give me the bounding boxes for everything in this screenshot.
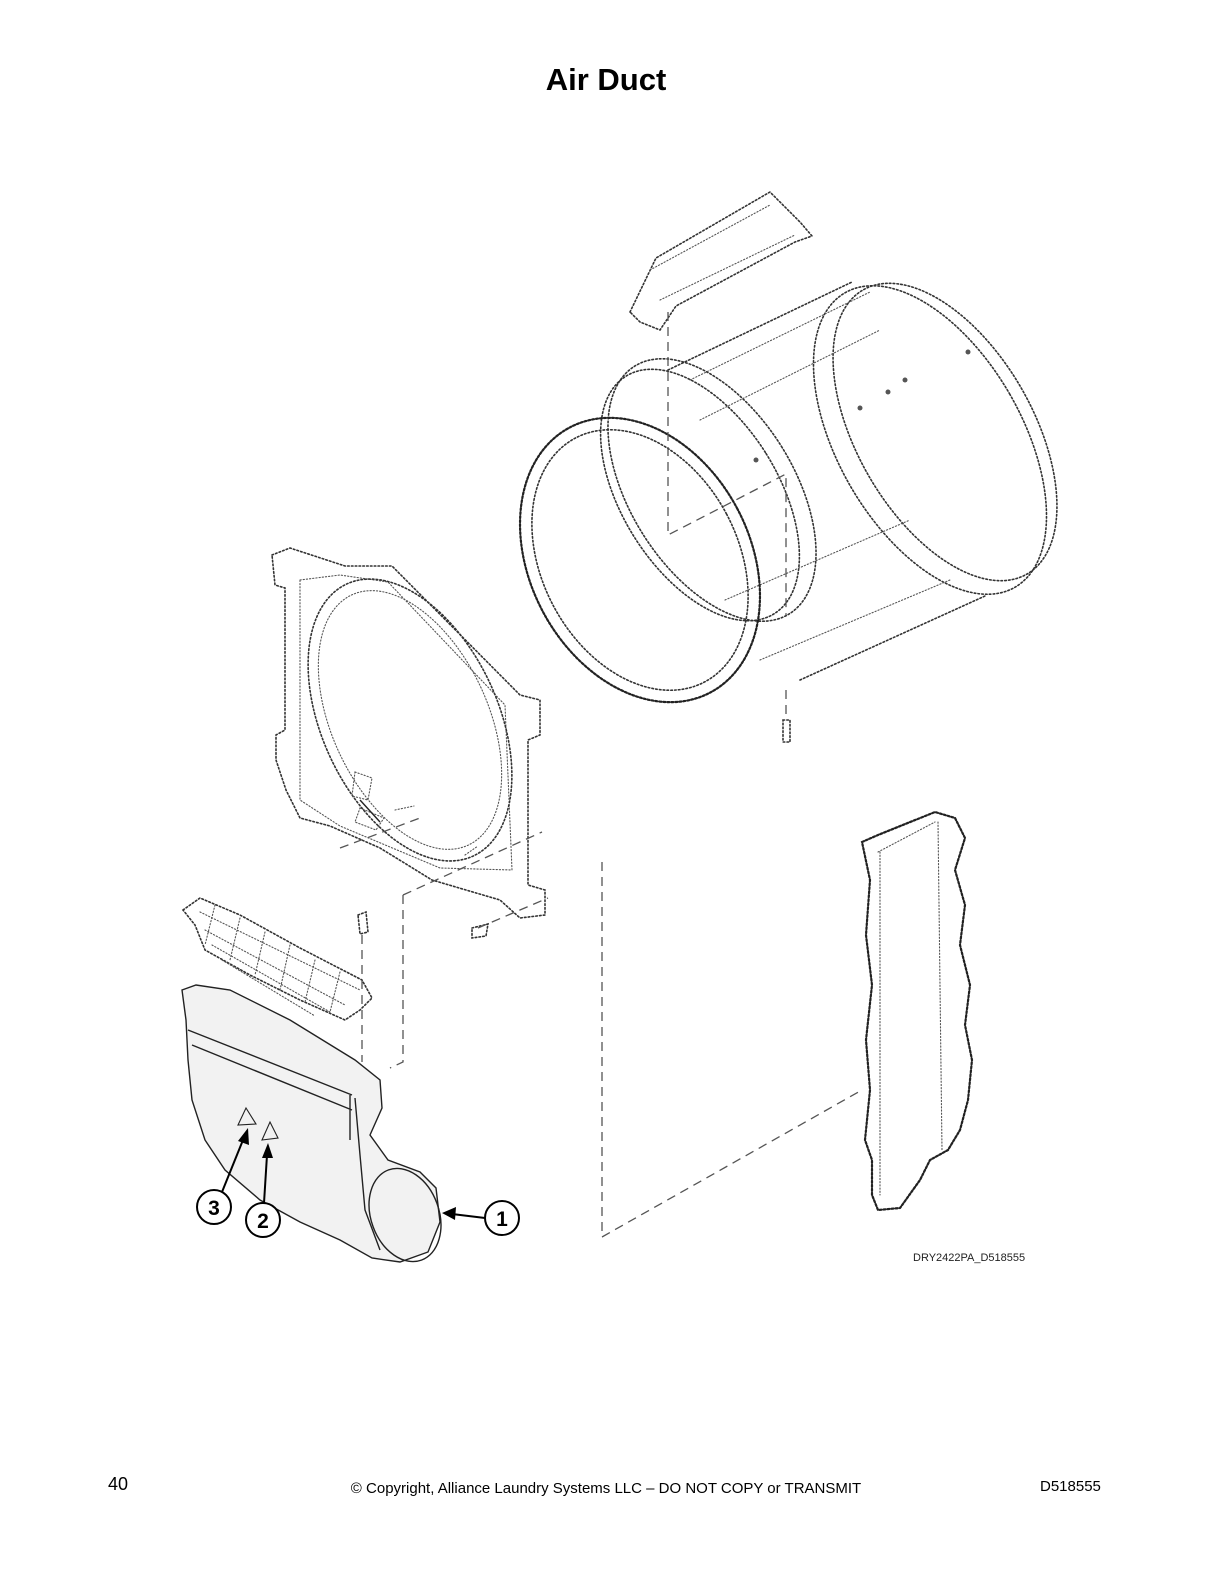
front-bulkhead	[271, 547, 546, 919]
copyright-notice: © Copyright, Alliance Laundry Systems LL…	[350, 1480, 862, 1497]
callout-2: 2	[245, 1143, 281, 1238]
figure-id: DRY2422PA_D518555	[913, 1252, 1026, 1264]
callout-2-label: 2	[257, 1210, 269, 1233]
screws	[357, 719, 791, 939]
callout-1: 1	[442, 1200, 520, 1236]
drum-baffle-bracket	[629, 190, 814, 331]
callout-3: 3	[196, 1128, 249, 1225]
page-title: Air Duct	[545, 62, 667, 97]
dryer-drum	[599, 281, 1058, 681]
callout-3-label: 3	[208, 1197, 220, 1220]
callout-1-label: 1	[496, 1208, 508, 1231]
drum-front-seal-ring	[518, 416, 762, 704]
page-number: 40	[108, 1474, 129, 1494]
main-air-duct	[181, 984, 442, 1263]
air-duct-side-panel	[860, 810, 974, 1212]
assembly-guide-lines	[339, 312, 863, 1239]
lint-screen	[181, 897, 373, 1021]
document-number: D518555	[1040, 1478, 1101, 1495]
